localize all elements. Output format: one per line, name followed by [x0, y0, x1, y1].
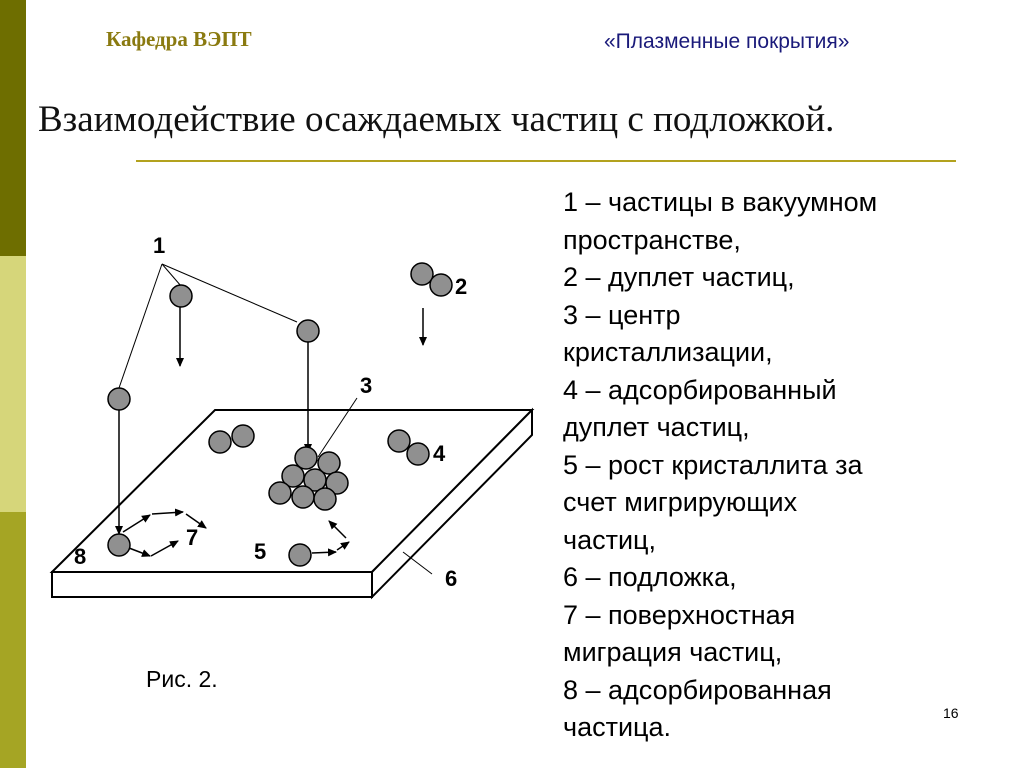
slide-title: Взаимодействие осаждаемых частиц с подло… — [38, 99, 835, 140]
duplet-particle — [410, 262, 434, 286]
falling-particles — [107, 262, 453, 535]
adsorbed-duplet-particle — [387, 429, 411, 453]
page-number: 16 — [943, 705, 959, 721]
legend-line: 6 – подложка, — [563, 562, 737, 592]
legend-line: 2 – дуплет частиц, — [563, 262, 795, 292]
crystallization-cluster — [268, 446, 349, 511]
legend-line: миграция частиц, — [563, 637, 783, 667]
sidebar-segment-top — [0, 0, 26, 256]
vacuum-particle — [107, 387, 131, 411]
label-4: 4 — [433, 441, 446, 466]
legend-line: частица. — [563, 712, 672, 742]
figure-caption: Рис. 2. — [146, 666, 218, 692]
legend-line: 3 – центр — [563, 299, 681, 330]
legend-line: дуплет частиц, — [563, 412, 750, 442]
substrate-slab — [49, 407, 535, 600]
adsorbed-single-particle — [107, 533, 131, 557]
surface-particles — [107, 424, 430, 567]
duplet-particle — [429, 273, 453, 297]
legend-line: 1 – частицы в вакуумном — [563, 187, 878, 217]
migration-arrows — [122, 508, 350, 557]
sidebar-decoration — [0, 0, 26, 768]
legend-line: частиц, — [563, 524, 656, 555]
label-6: 6 — [445, 566, 457, 591]
vacuum-particle — [169, 284, 193, 308]
label-3: 3 — [360, 373, 372, 398]
label-2: 2 — [455, 274, 467, 299]
title-underline — [136, 160, 956, 162]
vacuum-particle — [296, 319, 320, 343]
label1-pointer-lines — [118, 263, 298, 389]
migrating-particle — [288, 543, 312, 567]
adsorbed-particle — [208, 430, 232, 454]
sidebar-segment-bottom — [0, 512, 26, 768]
label3-leader — [317, 397, 358, 458]
department-label: Кафедра ВЭПТ — [106, 27, 252, 51]
legend-line: кристаллизации, — [563, 337, 773, 367]
legend-line: пространстве, — [563, 224, 741, 255]
label-7: 7 — [186, 525, 198, 550]
legend-line: 5 – рост кристаллита за — [563, 449, 863, 480]
legend-line: 4 – адсорбированный — [563, 374, 837, 405]
course-label: «Плазменные покрытия» — [604, 30, 850, 53]
label-5: 5 — [254, 539, 266, 564]
label-8: 8 — [74, 544, 86, 569]
legend-line: 7 – поверхностная — [563, 599, 796, 630]
label-1: 1 — [153, 233, 165, 258]
legend: 1 – частицы в вакуумном пространстве, 2 … — [563, 184, 1003, 747]
adsorbed-duplet-particle — [406, 442, 430, 466]
label6-leader — [402, 551, 433, 575]
legend-line: счет мигрирующих — [563, 487, 798, 517]
adsorbed-particle — [231, 424, 255, 448]
sidebar-segment-middle — [0, 256, 26, 512]
legend-line: 8 – адсорбированная — [563, 674, 832, 705]
